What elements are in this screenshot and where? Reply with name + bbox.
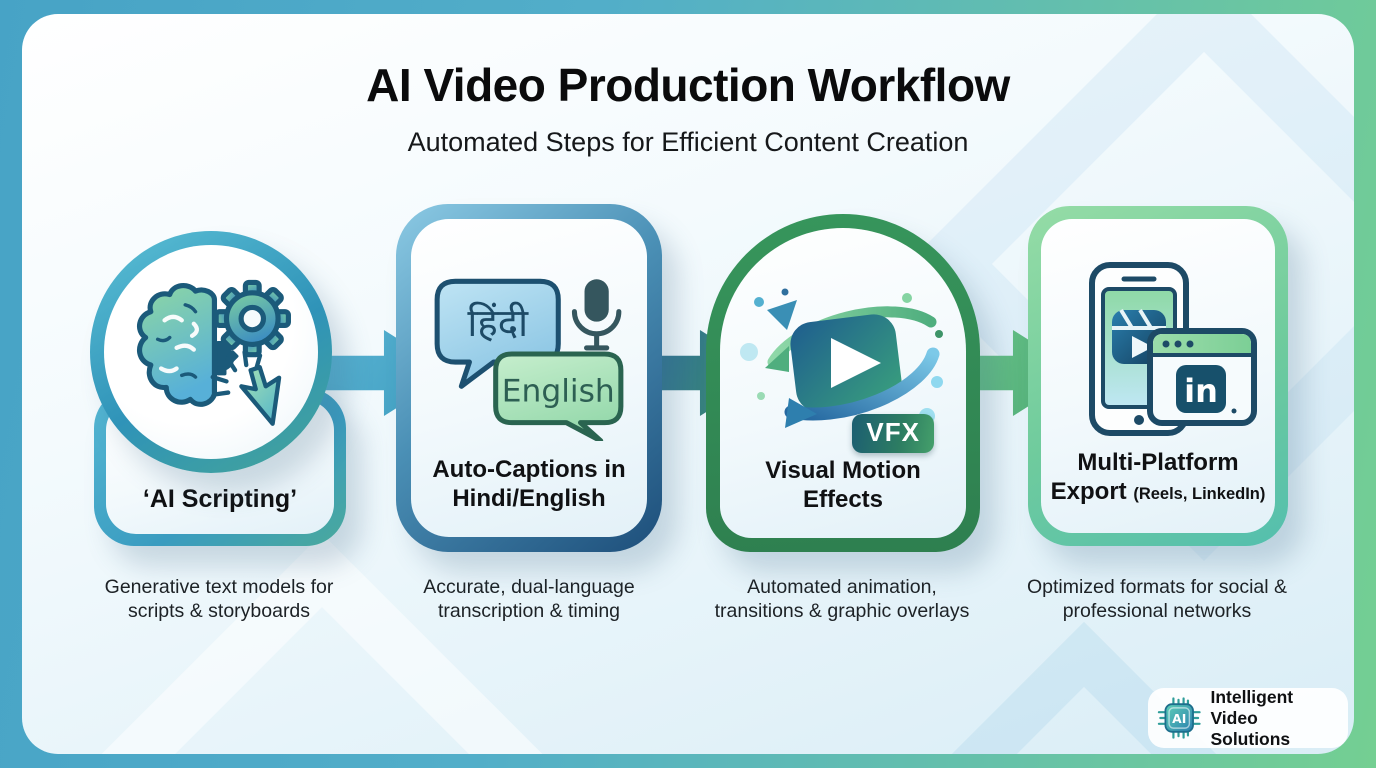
brain-icon bbox=[136, 283, 218, 407]
phone-browser-icon: in bbox=[1089, 262, 1257, 436]
brand-logo: AI Intelligent Video Solutions bbox=[1148, 686, 1348, 749]
step-badge-ai-scripting bbox=[90, 231, 332, 473]
step-label: Multi-Platform Export (Reels, LinkedIn) bbox=[1040, 448, 1276, 509]
gear-icon bbox=[213, 279, 291, 358]
step-description: Optimized formats for social & professio… bbox=[1026, 576, 1288, 622]
step-card-multi-platform: in Multi-Platform Export (Reels, LinkedI… bbox=[1028, 206, 1288, 546]
page-title: AI Video Production Workflow bbox=[366, 59, 1010, 111]
svg-text:AI: AI bbox=[1172, 712, 1186, 726]
step-description: Generative text models for scripts & sto… bbox=[104, 576, 334, 622]
step-label: Auto-Captions in Hindi/English bbox=[432, 456, 626, 512]
speech-bubbles-mic-icon: हिंदी English bbox=[434, 278, 624, 441]
brain-gear-cursor-icon bbox=[136, 279, 291, 426]
step-card-auto-captions: हिंदी English Auto-Captions in Hindi/Eng… bbox=[396, 204, 662, 552]
step-description: Accurate, dual-language transcription & … bbox=[423, 576, 635, 622]
vfx-badge: VFX bbox=[852, 414, 934, 453]
brand-name: Intelligent Video Solutions bbox=[1210, 686, 1294, 749]
linkedin-logo: in bbox=[1176, 365, 1237, 414]
step-label-note: (Reels, LinkedIn) bbox=[1133, 485, 1266, 503]
play-swirl-icon bbox=[740, 288, 943, 428]
swirl-arc-green bbox=[767, 306, 937, 368]
speech-bubble-english: English bbox=[493, 351, 624, 441]
step-label-line1: Multi-Platform bbox=[1077, 449, 1239, 476]
clip-triangle-icon bbox=[767, 300, 797, 330]
step-label: ‘AI Scripting’ bbox=[142, 485, 298, 513]
step-description: Automated animation, transitions & graph… bbox=[714, 576, 970, 622]
ai-chip-icon: AI bbox=[1157, 697, 1201, 739]
svg-text:in: in bbox=[1184, 372, 1218, 410]
microphone-icon bbox=[571, 279, 622, 351]
cursor-click-icon bbox=[210, 349, 282, 426]
svg-text:English: English bbox=[502, 373, 615, 409]
svg-text:हिंदी: हिंदी bbox=[467, 301, 529, 346]
step-card-visual-motion: VFX Visual Motion Effects bbox=[706, 214, 980, 552]
step-label: Visual Motion Effects bbox=[765, 457, 921, 513]
browser-window-icon: in bbox=[1147, 328, 1257, 426]
page-subtitle: Automated Steps for Efficient Content Cr… bbox=[407, 127, 969, 157]
step-label-line2: Export bbox=[1050, 478, 1127, 505]
background-chevron-pattern bbox=[81, 533, 563, 754]
